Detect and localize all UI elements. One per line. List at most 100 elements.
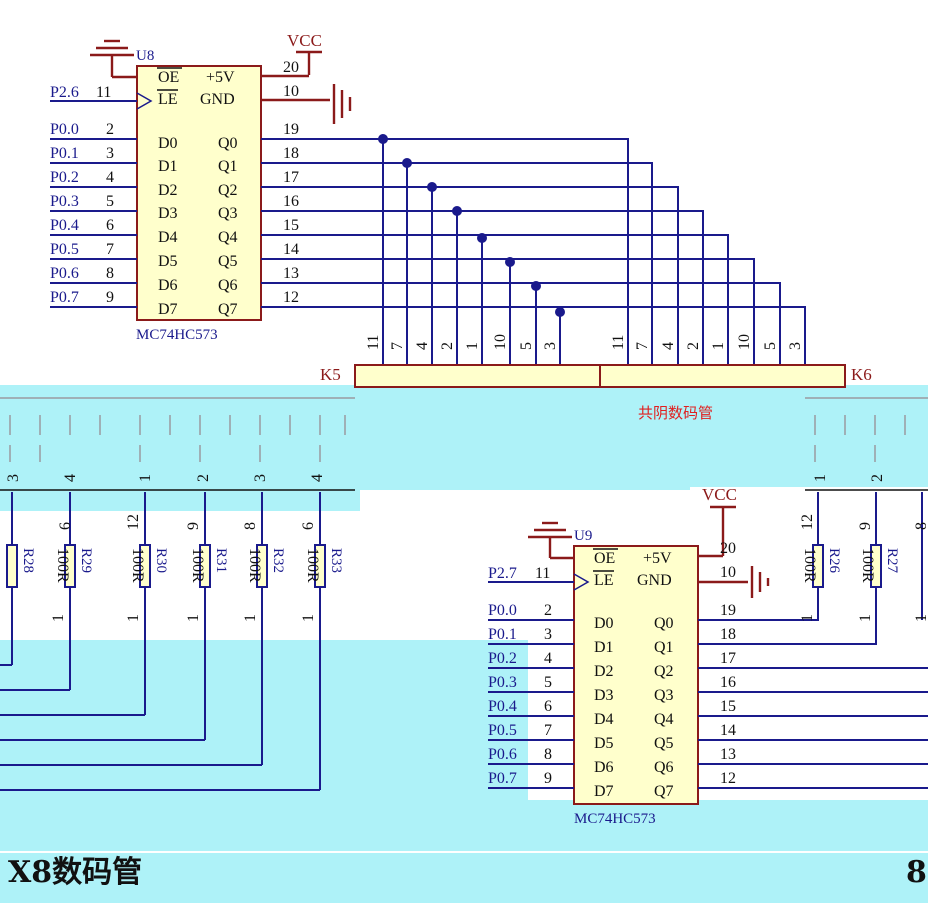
u9-pinnum-19: 19 [720,602,736,619]
digit-row-left: 3 4 1 2 3 4 [5,474,326,482]
k5-pin-numbers: 11 7 4 2 1 10 5 3 [365,334,559,350]
u8-pin-d2: D2 [158,182,178,199]
u9-pin-d2: D2 [594,663,614,680]
u9-pinnum-5: 5 [544,674,552,691]
k6-pin: 3 [787,342,804,350]
u9-net-p05: P0.5 [488,722,517,739]
u8-gnd-right-icon [261,84,352,124]
u9-pinnum-13: 13 [720,746,736,763]
resistor-value: 100R [189,548,206,583]
k5-pin: 10 [492,334,509,350]
u8-pinnum-15: 15 [283,217,299,234]
right-resistor-bank: R26 R27 100R 100R 12 9 8 1 1 1 [799,492,928,622]
resistor-pin: 12 [125,514,142,530]
u9-vcc-label: VCC [702,485,737,504]
resistor-ref: R27 [884,548,900,574]
k6-pin: 7 [634,342,651,350]
digit-label: 3 [5,474,22,482]
digit-label: 4 [309,474,326,482]
k5-pin: 3 [542,342,559,350]
u8-pin-d4: D4 [158,229,178,246]
k6-pin: 11 [610,335,627,350]
junction-dot [402,158,412,168]
u8-ref: U8 [136,48,154,64]
u9-pinnum-11: 11 [535,565,550,582]
footer-page-fragment: 8 [906,855,927,890]
u8-pin-5v: +5V [206,69,235,86]
k6-pin: 2 [685,342,702,350]
u8-net-p26: P2.6 [50,84,79,101]
u9-pin-oe: OE [594,550,615,567]
resistor-pin: 1 [50,614,67,622]
resistor-pin: 12 [799,514,816,530]
u8-vcc-label: VCC [287,31,322,50]
u9-pin-q0: Q0 [654,615,674,632]
junction-dot [452,206,462,216]
resistor-pin: 1 [300,614,317,622]
u9-pin-d3: D3 [594,687,614,704]
u8-pin-q2: Q2 [218,182,238,199]
u8-pinnum-12: 12 [283,289,299,306]
u8-pinnum-17: 17 [283,169,299,186]
u8-pin-q3: Q3 [218,205,238,222]
k5-pin: 4 [414,342,431,350]
k6-pin: 4 [660,342,677,350]
u8-pinnum-14: 14 [283,241,299,258]
u8-pin-gnd: GND [200,91,235,108]
resistor-r31 [199,544,211,588]
digit-label: 2 [195,474,212,482]
digit-label: 1 [137,474,154,482]
common-cathode-label: 共阴数码管 [638,404,713,422]
u9-pin-le: LE [594,572,614,589]
u8-net-p07: P0.7 [50,289,79,306]
u9-gnd-right-icon [698,566,770,598]
resistor-value: 100R [304,548,321,583]
u8-net-p05: P0.5 [50,241,79,258]
u8-pinnum-9: 9 [106,289,114,306]
junction-dot [477,233,487,243]
u8-pinnum-10: 10 [283,83,299,100]
resistor-r33 [314,544,326,588]
u8-ground-icon [90,39,137,79]
resistor-r32 [256,544,268,588]
resistor-ref: R28 [20,548,36,573]
k5-pin: 1 [464,342,481,350]
u8-net-p03: P0.3 [50,193,79,210]
u8-pinnum-4: 4 [106,169,114,186]
digit-label: 3 [252,474,269,482]
u8-pin-q5: Q5 [218,253,238,270]
u8-pin-d1: D1 [158,158,178,175]
u9-pin-d6: D6 [594,759,614,776]
u9-pinnum-4: 4 [544,650,552,667]
u8-pinnum-18: 18 [283,145,299,162]
resistor-ref: R32 [270,548,286,573]
u9-net-p01: P0.1 [488,626,517,643]
u8-pinnum-8: 8 [106,265,114,282]
u8-pinnum-2: 2 [106,121,114,138]
u9-pin-q5: Q5 [654,735,674,752]
u9-pin-q3: Q3 [654,687,674,704]
u8-pin-q1: Q1 [218,158,238,175]
u9-pinnum-17: 17 [720,650,736,667]
u8-pin-q4: Q4 [218,229,238,246]
u9-net-p00: P0.0 [488,602,517,619]
u9-latch: U9 MC74HC573 VCC OE LE D0 D1 D2 D3 D4 D5… [488,485,928,827]
digit-label: 2 [869,474,886,482]
u9-pin-q4: Q4 [654,711,674,728]
u8-pinnum-16: 16 [283,193,299,210]
u8-net-p02: P0.2 [50,169,79,186]
resistor-pin: 1 [799,614,816,622]
u9-pin-q1: Q1 [654,639,674,656]
u8-net-p00: P0.0 [50,121,79,138]
u9-pinnum-14: 14 [720,722,736,739]
u9-pinnum-18: 18 [720,626,736,643]
u9-pin-q2: Q2 [654,663,674,680]
k6-pin: 10 [736,334,753,350]
u9-net-p02: P0.2 [488,650,517,667]
u8-pinnum-6: 6 [106,217,114,234]
u8-pin-le: LE [158,91,178,108]
u8-pin-d5: D5 [158,253,178,270]
u9-pin-q7: Q7 [654,783,674,800]
u9-pinnum-20: 20 [720,540,736,557]
